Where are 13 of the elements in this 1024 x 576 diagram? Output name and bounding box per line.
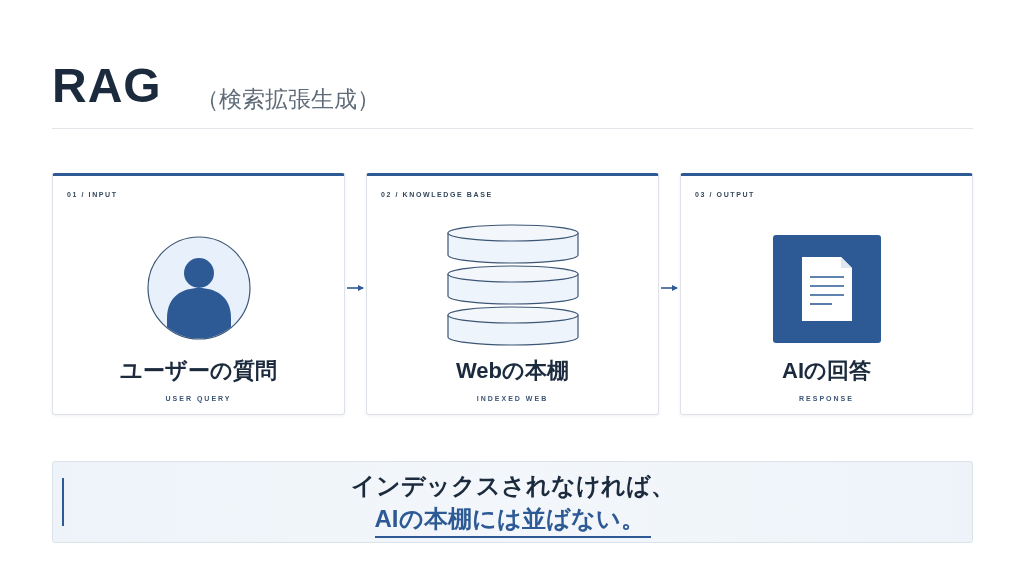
step-card <box>52 173 345 415</box>
arrow <box>660 285 678 291</box>
step-card <box>366 173 659 415</box>
callout-emphasis: AIの本棚には並ばない。 <box>374 503 651 538</box>
callout-text: インデックスされなければ、 <box>350 471 675 501</box>
step-heading: AIの回答 <box>782 357 871 385</box>
title: RAG <box>52 58 162 113</box>
callout-banner <box>52 461 973 543</box>
step-heading: ユーザーの質問 <box>120 357 277 385</box>
step-card <box>680 173 973 415</box>
step-heading: Webの本棚 <box>455 357 569 385</box>
subtitle: （検索拡張生成） <box>196 85 380 114</box>
arrow <box>346 285 364 291</box>
